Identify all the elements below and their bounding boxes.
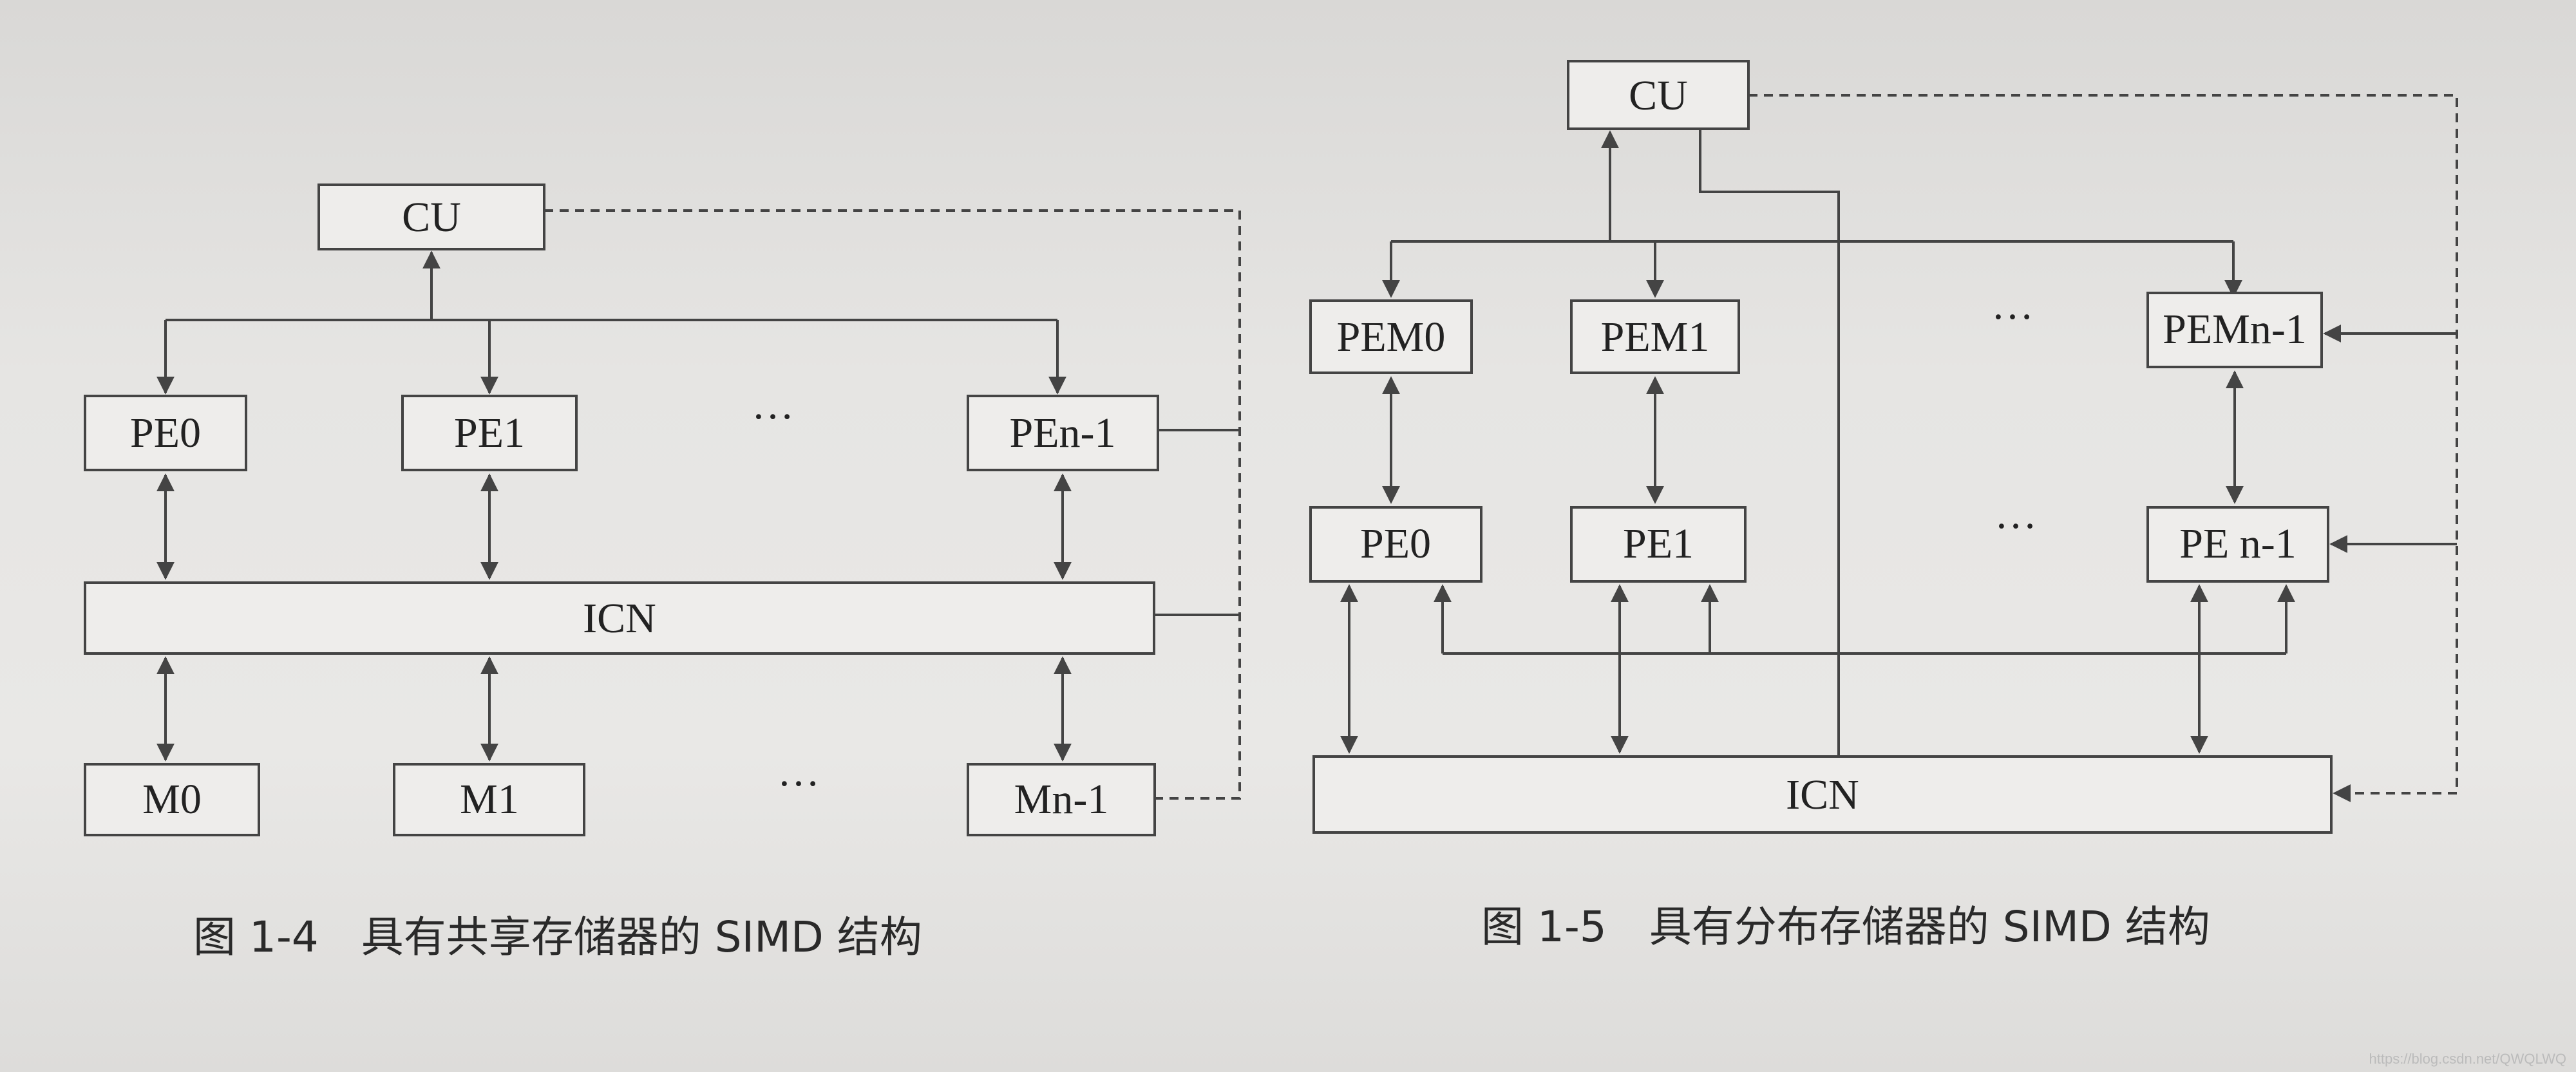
fig5-cu-label: CU xyxy=(1629,72,1688,119)
fig5-pen1-label: PE n-1 xyxy=(2179,520,2297,567)
fig5-pe1-label: PE1 xyxy=(1623,520,1694,567)
fig4-m1-label: M1 xyxy=(460,776,519,823)
fig5-pem-ellipsis: … xyxy=(1991,281,2034,328)
fig4-m0-label: M0 xyxy=(142,776,202,823)
fig5-icn-label: ICN xyxy=(1786,771,1859,818)
fig4-pen1-box xyxy=(967,395,1159,471)
figure-1-5: CU PEM0 PEM1 … PEMn-1 PE0 PE1 … PE n-1 xyxy=(1309,60,2458,952)
watermark: https://blog.csdn.net/QWQLWQ xyxy=(2369,1051,2567,1067)
fig4-icn-box xyxy=(84,581,1155,655)
fig5-pem0-label: PEM0 xyxy=(1337,314,1446,361)
fig5-pe-ellipsis: … xyxy=(1994,491,2037,538)
fig4-m1-box xyxy=(393,763,585,836)
fig5-pem1-box xyxy=(1570,299,1740,374)
fig4-pe0-label: PE0 xyxy=(130,409,201,456)
fig4-m0-box xyxy=(84,763,260,836)
fig4-pen1-label: PEn-1 xyxy=(1010,409,1116,456)
fig5-pe0-label: PE0 xyxy=(1360,520,1431,567)
fig5-icn-box xyxy=(1312,755,2333,834)
fig5-cu-box xyxy=(1567,60,1750,130)
fig4-cu-box xyxy=(317,183,545,250)
fig5-dashed-control xyxy=(1748,94,2458,802)
fig5-pemn1-label: PEMn-1 xyxy=(2163,306,2307,353)
fig5-pe1-box xyxy=(1570,506,1747,583)
fig4-pe-ellipsis: … xyxy=(752,381,794,428)
fig5-pe0-box xyxy=(1309,506,1482,583)
fig4-pe0-box xyxy=(84,395,247,471)
fig4-dashed-control xyxy=(544,209,1241,800)
figure-1-4: CU PE0 PE1 … PEn-1 ICN M0 M1 … Mn-1 xyxy=(84,183,1241,962)
fig4-mn1-label: Mn-1 xyxy=(1014,776,1109,823)
fig5-cu-icn-line xyxy=(1699,129,1840,755)
fig4-icn-label: ICN xyxy=(583,595,656,642)
fig5-caption: 图 1-5 具有分布存储器的 SIMD 结构 xyxy=(1481,902,2210,952)
fig4-pe1-box xyxy=(401,395,578,471)
fig5-pem0-box xyxy=(1309,299,1473,374)
fig4-pe1-label: PE1 xyxy=(454,409,525,456)
fig4-cu-label: CU xyxy=(402,194,461,241)
fig5-pem1-label: PEM1 xyxy=(1601,314,1710,361)
fig5-pen1-box xyxy=(2146,506,2329,583)
fig5-pemn1-box xyxy=(2146,292,2323,368)
fig4-caption: 图 1-4 具有共享存储器的 SIMD 结构 xyxy=(193,912,922,962)
fig4-m-ellipsis: … xyxy=(777,748,820,795)
